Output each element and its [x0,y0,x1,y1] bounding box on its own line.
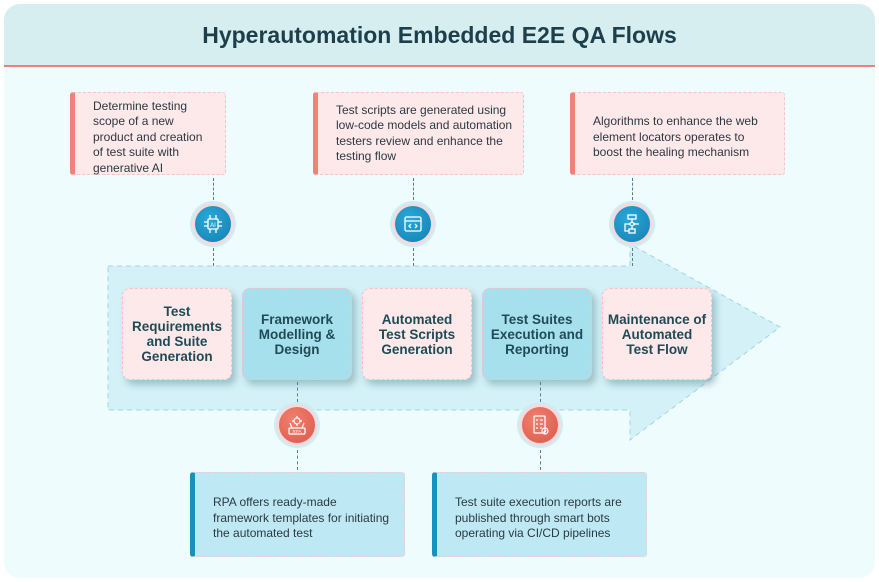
note-text: Test scripts are generated using low-cod… [336,102,513,164]
step-1: Test Requirements and Suite Generation [122,288,232,380]
top-note-1: Determine testing scope of a new product… [70,92,226,175]
step-4: Test Suites Execution and Reporting [482,288,592,380]
note-text: Test suite execution reports are publish… [455,495,622,541]
step-label: Framework Modelling & Design [258,311,336,357]
header: Hyperautomation Embedded E2E QA Flows [4,4,875,67]
top-note-3: Algorithms to enhance the web element lo… [570,92,785,175]
svg-text:AI: AI [210,223,216,229]
bottom-note-1: RPA offers ready-made framework template… [190,472,405,557]
bottom-note-2: Test suite execution reports are publish… [432,472,647,557]
step-2: Framework Modelling & Design [242,288,352,380]
flowchart-icon [611,203,653,245]
code-window-icon [392,203,434,245]
ai-chip-icon: AI [192,203,234,245]
top-note-2: Test scripts are generated using low-cod… [313,92,524,175]
note-text: Determine testing scope of a new product… [93,98,203,175]
rpa-label: RPA [293,429,302,434]
step-5: Maintenance of Automated Test Flow [602,288,712,380]
step-label: Automated Test Scripts Generation [378,311,456,357]
note-text: RPA offers ready-made framework template… [213,495,390,541]
diagram-title: Hyperautomation Embedded E2E QA Flows [202,22,677,48]
report-checklist-icon [519,404,561,446]
step-label: Test Suites Execution and Reporting [490,311,584,357]
note-text: Algorithms to enhance the web element lo… [593,114,758,160]
step-label: Maintenance of Automated Test Flow [607,311,707,357]
step-3: Automated Test Scripts Generation [362,288,472,380]
step-label: Test Requirements and Suite Generation [131,304,223,364]
rpa-robot-icon: RPA [276,404,318,446]
